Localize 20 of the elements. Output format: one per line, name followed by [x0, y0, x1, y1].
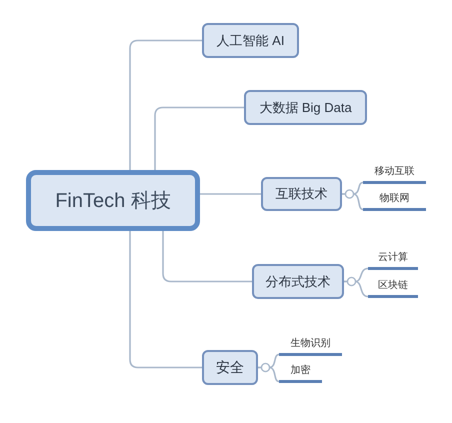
central-topic-box: FinTech 科技: [26, 170, 200, 231]
subtopic-label: 加密: [279, 359, 322, 383]
subtopic-label: 物联网: [363, 187, 426, 211]
connector-line: [154, 106, 244, 170]
connector-line: [344, 276, 368, 298]
connector-line: [342, 189, 364, 210]
connector-line: [129, 40, 202, 170]
subtopic-label: 区块链: [368, 274, 418, 298]
topic-box: 安全: [202, 350, 258, 385]
subtopic-label: 移动互联: [363, 160, 426, 184]
connector-line: [200, 193, 261, 195]
topic-box: 人工智能 AI: [202, 23, 299, 58]
topic-box: 大数据 Big Data: [244, 90, 367, 125]
topic-box: 分布式技术: [252, 264, 344, 299]
subtopic-label: 生物识别: [279, 332, 342, 356]
topic-box: 互联技术: [261, 177, 342, 211]
connector-line: [258, 362, 280, 382]
subtopic-label: 云计算: [368, 246, 418, 270]
connector-line: [129, 231, 202, 368]
connector-line: [162, 231, 252, 282]
